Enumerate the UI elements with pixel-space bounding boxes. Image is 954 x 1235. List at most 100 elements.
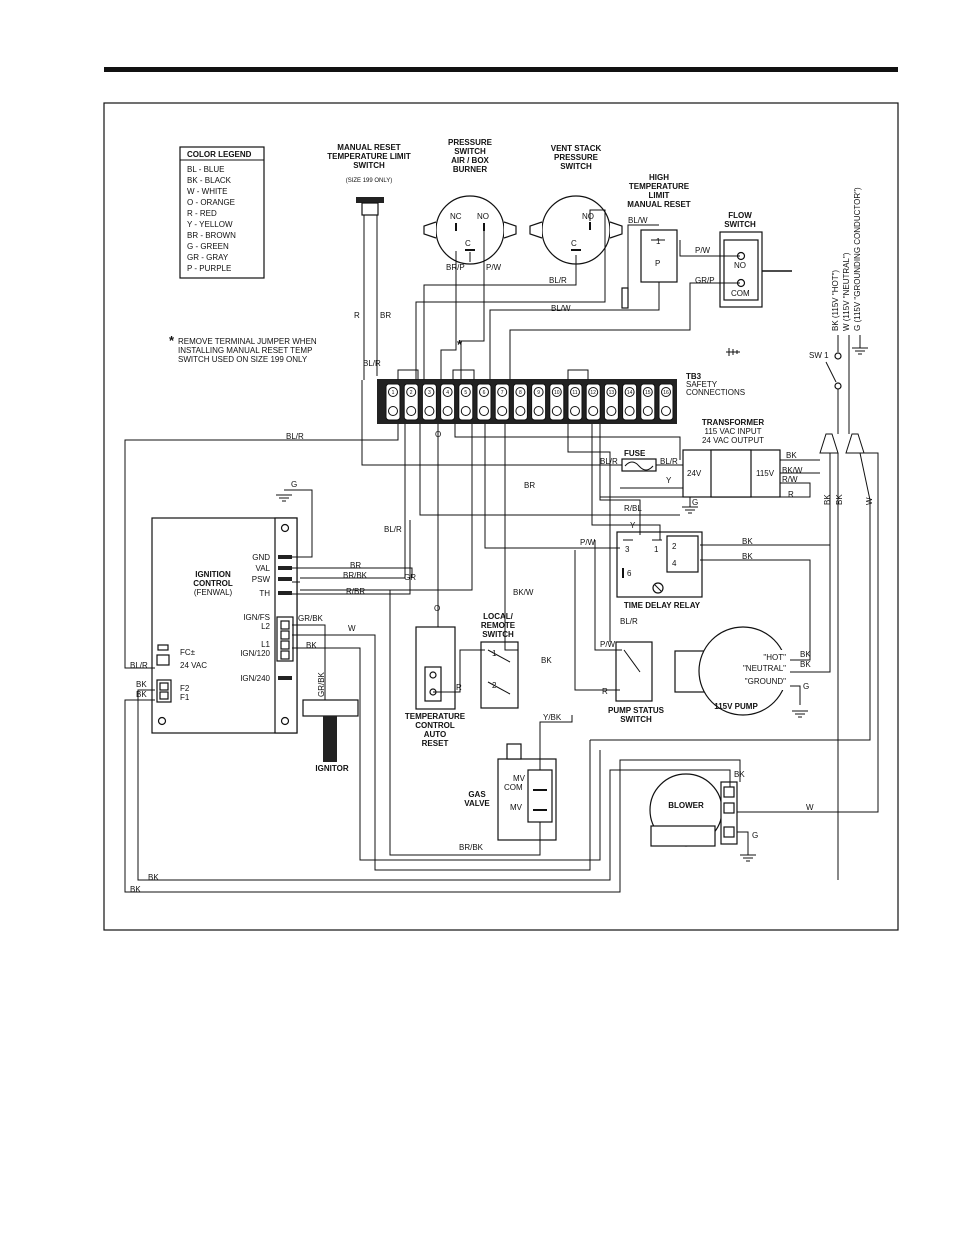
svg-text:O: O: [434, 604, 440, 613]
svg-text:L1: L1: [261, 640, 270, 649]
svg-text:COM: COM: [504, 783, 523, 792]
svg-text:MV: MV: [513, 774, 526, 783]
svg-text:VALVE: VALVE: [464, 799, 490, 808]
tb3-screw: [479, 387, 489, 397]
tb3-screw: [479, 406, 489, 416]
wire-labels: R BR BR/P P/W BL/R BL/W BL/W P/W GR/P BL…: [130, 216, 874, 894]
svg-text:G: G: [692, 498, 698, 507]
svg-text:TB3: TB3: [686, 372, 702, 381]
flow-switch-title: FLOW SWITCH: [724, 211, 756, 229]
svg-text:L2: L2: [261, 622, 270, 631]
tb3-terminal-number: 5: [464, 390, 467, 396]
svg-text:W (115V "NEUTRAL"): W (115V "NEUTRAL"): [842, 252, 851, 331]
svg-text:BK: BK: [136, 680, 147, 689]
tb3-screw: [570, 406, 580, 416]
svg-text:SWITCH USED ON SIZE 199 ONLY: SWITCH USED ON SIZE 199 ONLY: [178, 355, 308, 364]
svg-text:FLOW: FLOW: [728, 211, 752, 220]
svg-text:24 VAC: 24 VAC: [180, 661, 207, 670]
svg-text:Y: Y: [630, 521, 636, 530]
tb3-screw: [642, 387, 653, 397]
svg-text:SW 1: SW 1: [809, 351, 829, 360]
tb3-screw: [388, 387, 398, 397]
svg-text:BK: BK: [541, 656, 552, 665]
svg-text:IGN/240: IGN/240: [240, 674, 270, 683]
wire-nuts: [819, 433, 865, 454]
svg-text:BK: BK: [786, 451, 797, 460]
gas-valve: MV COM MV GAS VALVE: [464, 743, 557, 841]
svg-text:BK: BK: [130, 885, 141, 894]
svg-text:BR/BK: BR/BK: [343, 571, 368, 580]
svg-text:BR: BR: [524, 481, 535, 490]
svg-text:"NEUTRAL": "NEUTRAL": [743, 664, 786, 673]
tb3-terminal-number: 6: [483, 390, 486, 396]
svg-text:PRESSURE: PRESSURE: [448, 138, 493, 147]
svg-text:R: R: [456, 683, 462, 692]
svg-text:SAFETY: SAFETY: [686, 380, 718, 389]
tb3-terminal-number: 4: [446, 390, 449, 396]
legend-item: BK - BLACK: [187, 176, 232, 185]
svg-text:BR/P: BR/P: [446, 263, 465, 272]
svg-text:GR: GR: [404, 573, 416, 582]
tb3-screw: [624, 406, 635, 416]
svg-text:W: W: [348, 624, 356, 633]
svg-text:MANUAL RESET: MANUAL RESET: [337, 143, 401, 152]
svg-text:4: 4: [672, 559, 677, 568]
tb3-screw: [606, 387, 617, 397]
svg-text:IGNITION: IGNITION: [195, 570, 231, 579]
svg-text:MANUAL RESET: MANUAL RESET: [627, 200, 691, 209]
flow-switch: NO COM: [719, 231, 792, 308]
svg-text:BR: BR: [350, 561, 361, 570]
legend-item: GR - GRAY: [187, 253, 229, 262]
svg-text:BK: BK: [800, 660, 811, 669]
svg-text:GR/P: GR/P: [695, 276, 715, 285]
tb3-screw: [515, 406, 526, 416]
svg-text:24V: 24V: [687, 469, 702, 478]
legend-item: W - WHITE: [187, 187, 227, 196]
wiring: [124, 209, 879, 893]
legend-item: BL - BLUE: [187, 165, 225, 174]
svg-text:GND: GND: [252, 553, 270, 562]
svg-text:TIME DELAY RELAY: TIME DELAY RELAY: [624, 601, 701, 610]
legend-item: BR - BROWN: [187, 231, 236, 240]
tb3-screw: [588, 387, 599, 397]
svg-text:TEMPERATURE: TEMPERATURE: [629, 182, 690, 191]
svg-text:BR: BR: [380, 311, 391, 320]
tb3-terminal-number: 10: [554, 390, 560, 396]
legend-item: G - GREEN: [187, 242, 229, 251]
tb3-terminal-number: 11: [572, 390, 577, 396]
tb3-screw: [442, 387, 453, 397]
tb3-screw: [424, 387, 435, 397]
tb3-screw: [497, 406, 508, 416]
svg-text:R: R: [788, 490, 794, 499]
svg-text:F2: F2: [180, 684, 190, 693]
legend-item: R - RED: [187, 209, 217, 218]
svg-text:BURNER: BURNER: [453, 165, 487, 174]
sw1: SW 1: [809, 351, 842, 390]
svg-text:BL/R: BL/R: [620, 617, 638, 626]
svg-text:P/W: P/W: [695, 246, 711, 255]
svg-text:BK: BK: [742, 552, 753, 561]
svg-text:W: W: [865, 497, 874, 505]
svg-text:TEMPERATURE: TEMPERATURE: [405, 712, 466, 721]
svg-text:GR/BK: GR/BK: [298, 614, 324, 623]
svg-text:C: C: [465, 239, 471, 248]
color-legend: COLOR LEGEND BL - BLUE BK - BLACK W - WH…: [179, 146, 265, 279]
svg-text:PUMP STATUS: PUMP STATUS: [608, 706, 665, 715]
local-remote-switch: LOCAL/ REMOTE SWITCH 1 2: [480, 612, 519, 709]
tb3-screw: [460, 387, 471, 397]
svg-text:BK/W: BK/W: [782, 466, 803, 475]
svg-text:P: P: [655, 259, 660, 268]
svg-text:BK (115V "HOT"): BK (115V "HOT"): [831, 270, 840, 331]
svg-text:AUTO: AUTO: [424, 730, 447, 739]
svg-text:SWITCH: SWITCH: [482, 630, 514, 639]
svg-text:BK: BK: [800, 650, 811, 659]
svg-text:PRESSURE: PRESSURE: [554, 153, 599, 162]
svg-text:P/W: P/W: [600, 640, 616, 649]
legend-item: P - PURPLE: [187, 264, 231, 273]
svg-text:BR/BK: BR/BK: [459, 843, 484, 852]
manual-reset-title: MANUAL RESET TEMPERATURE LIMIT SWITCH (S…: [327, 143, 411, 184]
svg-text:*: *: [169, 333, 175, 348]
supply-labels: BK (115V "HOT") W (115V "NEUTRAL") G (11…: [831, 187, 862, 331]
